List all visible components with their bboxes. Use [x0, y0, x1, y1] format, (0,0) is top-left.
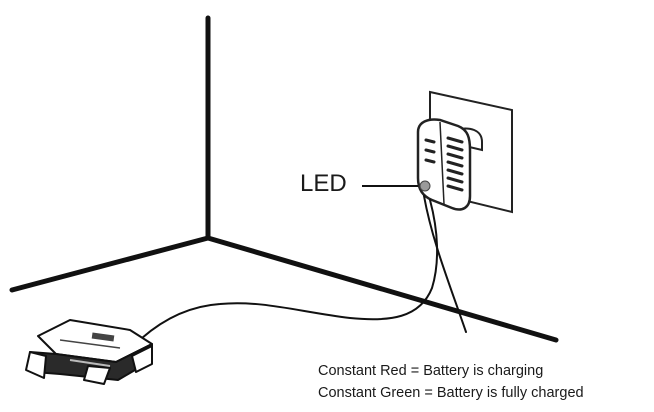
- battery-charger-icon: [25, 319, 153, 385]
- led-label: LED: [300, 170, 347, 197]
- charger-adapter-icon: [416, 118, 483, 211]
- room-corner: [9, 15, 559, 343]
- legend-green-status: Constant Green = Battery is fully charge…: [318, 385, 584, 401]
- led-indicator: [419, 180, 431, 192]
- legend-red-status: Constant Red = Battery is charging: [318, 363, 544, 379]
- led-status-legend: Constant Red = Battery is charging Const…: [318, 360, 584, 404]
- floor-edge-left: [9, 235, 211, 293]
- charger-cable: [141, 195, 467, 339]
- floor-edge-right: [205, 235, 559, 343]
